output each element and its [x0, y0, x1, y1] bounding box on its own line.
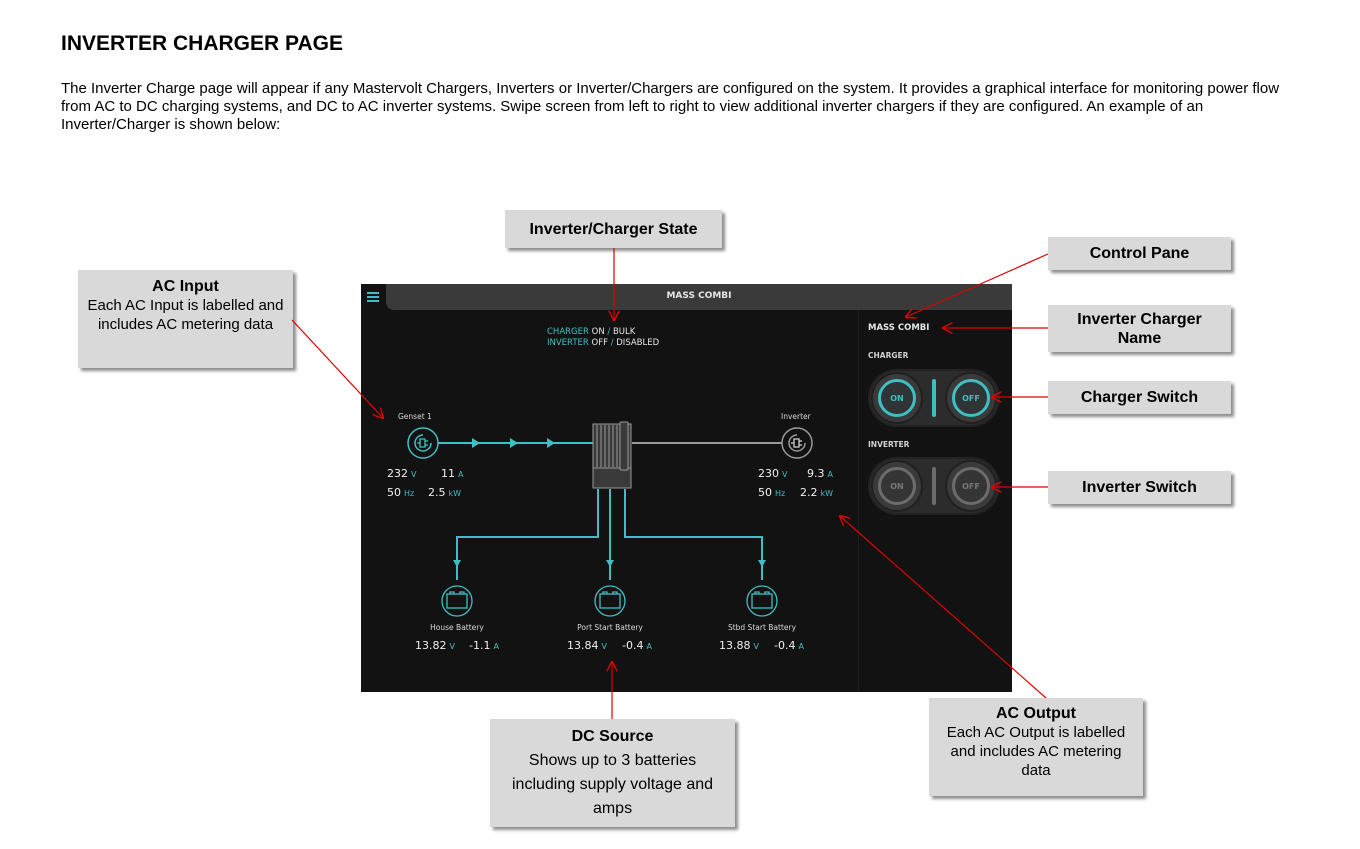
separator: / — [610, 338, 614, 348]
charger-switch-label: CHARGER — [868, 351, 909, 360]
callout-body: Shows up to 3 batteries including supply… — [511, 752, 714, 817]
callout-title: DC Source — [571, 728, 654, 745]
flow-arrow-icon — [472, 438, 480, 448]
inverter-state-value: OFF — [591, 338, 608, 348]
charger-state-label: CHARGER — [547, 327, 589, 337]
switch-divider — [932, 467, 936, 505]
callout-title: AC Input — [152, 278, 219, 295]
inverter-charger-name: MASS COMBI — [868, 323, 930, 333]
inverter-state-mode: DISABLED — [616, 338, 660, 348]
flow-arrow-icon — [453, 560, 461, 567]
document-title: INVERTER CHARGER PAGE — [61, 32, 343, 55]
power-flow-diagram — [407, 421, 813, 617]
flow-arrow-icon — [606, 560, 614, 567]
control-pane: MASS COMBI CHARGER ON OFF INVERTER ON OF… — [858, 310, 1012, 692]
callout-ac-input: AC Input Each AC Input is labelled and i… — [78, 270, 293, 368]
ac-input-label: Genset 1 — [398, 412, 432, 421]
header-title: MASS COMBI — [666, 291, 732, 301]
battery-label: Stbd Start Battery — [727, 623, 797, 632]
inverter-state-line: INVERTER OFF / DISABLED — [547, 338, 659, 349]
inverter-charger-screen: MASS COMBI CHARGER ON / BULK INVERTER OF… — [361, 284, 1012, 692]
document-paragraph: The Inverter Charge page will appear if … — [61, 80, 1280, 133]
hamburger-menu-icon[interactable] — [367, 292, 379, 302]
flow-arrow-icon — [758, 560, 766, 567]
inverter-charger-device-icon — [592, 421, 632, 489]
ac-input-plug-icon — [407, 427, 439, 459]
callout-dc-source: DC Source Shows up to 3 batteries includ… — [490, 719, 735, 827]
battery-label: Port Start Battery — [577, 623, 643, 632]
battery-icon — [441, 585, 473, 617]
inverter-state-label: INVERTER — [547, 338, 589, 348]
inverter-switch-label: INVERTER — [868, 440, 910, 449]
battery-icon — [746, 585, 778, 617]
ac-output-label: Inverter — [781, 412, 811, 421]
callout-body: Each AC Output is labelled and includes … — [946, 724, 1126, 779]
callout-ac-output: AC Output Each AC Output is labelled and… — [929, 698, 1143, 796]
callout-title: AC Output — [996, 705, 1076, 722]
battery-icon — [594, 585, 626, 617]
callout-state: Inverter/Charger State — [505, 210, 722, 248]
callout-charger-switch: Charger Switch — [1048, 381, 1231, 414]
charger-state-value: ON — [591, 327, 605, 337]
ac-output-plug-icon — [781, 427, 813, 459]
callout-inverter-switch: Inverter Switch — [1048, 471, 1231, 504]
callout-control-pane: Control Pane — [1048, 237, 1231, 270]
charger-on-button[interactable]: ON — [873, 374, 921, 422]
inverter-charger-state: CHARGER ON / BULK INVERTER OFF / DISABLE… — [547, 327, 659, 349]
inverter-on-button[interactable]: ON — [873, 462, 921, 510]
switch-divider — [932, 379, 936, 417]
callout-body: Each AC Input is labelled and includes A… — [87, 297, 284, 333]
dc-flow-lines — [456, 489, 763, 580]
dc-line-house — [456, 489, 599, 580]
charger-switch[interactable]: ON OFF — [868, 369, 1000, 427]
charger-state-mode: BULK — [612, 327, 636, 337]
callout-charger-name: Inverter Charger Name — [1048, 305, 1231, 352]
inverter-switch[interactable]: ON OFF — [868, 457, 1000, 515]
inverter-off-button[interactable]: OFF — [947, 462, 995, 510]
dc-line-stbd — [624, 489, 763, 580]
battery-label: House Battery — [430, 623, 484, 632]
separator: / — [607, 327, 611, 337]
flow-arrow-icon — [547, 438, 555, 448]
flow-arrow-icon — [510, 438, 518, 448]
charger-state-line: CHARGER ON / BULK — [547, 327, 659, 338]
charger-off-button[interactable]: OFF — [947, 374, 995, 422]
